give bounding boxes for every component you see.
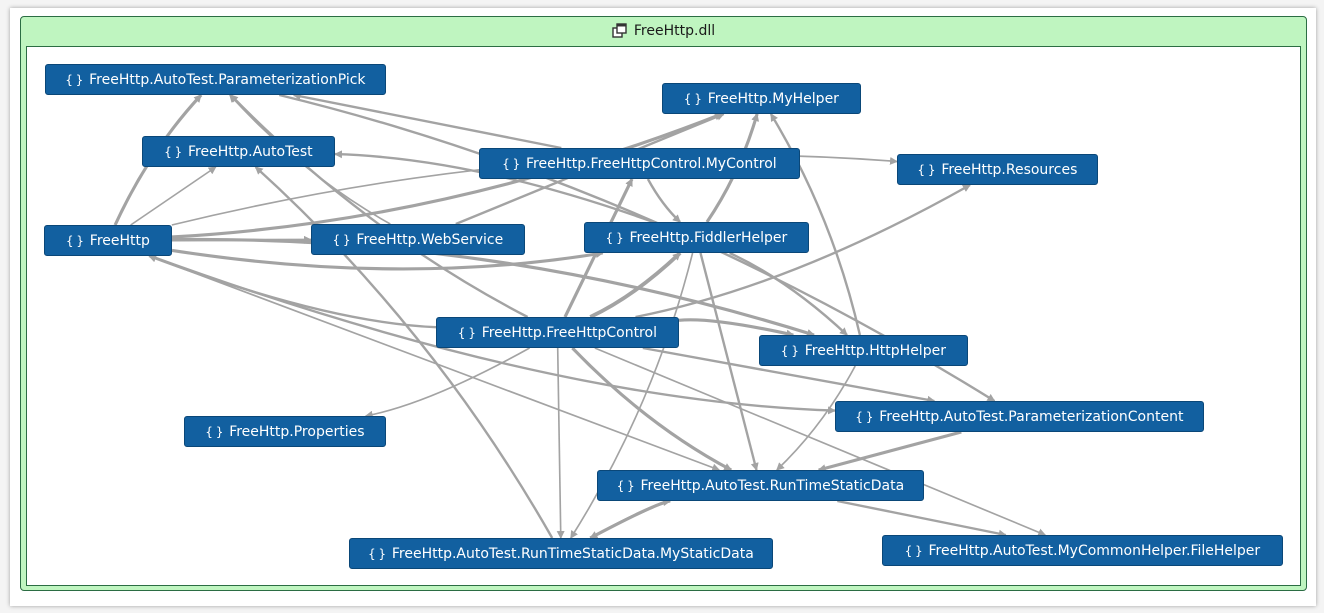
node-freehttp[interactable]: { } FreeHttp	[44, 225, 172, 256]
node-label: FreeHttp.AutoTest.ParameterizationPick	[89, 71, 366, 88]
namespace-icon: { }	[616, 478, 635, 493]
node-label: FreeHttp.MyHelper	[707, 90, 839, 107]
namespace-icon: { }	[855, 409, 874, 424]
node-control[interactable]: { } FreeHttp.FreeHttpControl	[436, 317, 679, 348]
node-autotest[interactable]: { } FreeHttp.AutoTest	[142, 136, 335, 167]
group-body	[26, 46, 1301, 586]
namespace-icon: { }	[332, 232, 351, 247]
node-label: FreeHttp.HttpHelper	[804, 342, 946, 359]
node-httphelper[interactable]: { } FreeHttp.HttpHelper	[759, 335, 968, 366]
namespace-icon: { }	[502, 156, 520, 171]
node-label: FreeHttp.AutoTest	[188, 143, 313, 160]
node-mycontrol[interactable]: { } FreeHttp.FreeHttpControl.MyControl	[479, 148, 800, 179]
node-label: FreeHttp.AutoTest.MyCommonHelper.FileHel…	[928, 542, 1261, 559]
assembly-icon	[612, 23, 628, 39]
namespace-icon: { }	[458, 325, 476, 340]
namespace-icon: { }	[917, 162, 936, 177]
namespace-icon: { }	[164, 144, 182, 159]
node-label: FreeHttp.FreeHttpControl	[481, 324, 657, 341]
namespace-icon: { }	[205, 424, 224, 439]
node-content[interactable]: { } FreeHttp.AutoTest.ParameterizationCon…	[835, 401, 1204, 432]
node-mystatic[interactable]: { } FreeHttp.AutoTest.RunTimeStaticData.M…	[349, 538, 773, 569]
node-filehelper[interactable]: { } FreeHttp.AutoTest.MyCommonHelper.File…	[882, 535, 1283, 566]
node-pick[interactable]: { } FreeHttp.AutoTest.ParameterizationPic…	[45, 64, 386, 95]
node-myhelper[interactable]: { } FreeHttp.MyHelper	[662, 83, 861, 114]
node-label: FreeHttp.AutoTest.ParameterizationConten…	[879, 408, 1184, 425]
namespace-icon: { }	[66, 233, 84, 248]
node-label: FreeHttp.Resources	[941, 161, 1078, 178]
node-properties[interactable]: { } FreeHttp.Properties	[184, 416, 386, 447]
namespace-icon: { }	[368, 546, 386, 561]
node-webservice[interactable]: { } FreeHttp.WebService	[311, 224, 525, 255]
node-label: FreeHttp	[89, 232, 150, 249]
node-label: FreeHttp.FreeHttpControl.MyControl	[526, 155, 777, 172]
node-runtime[interactable]: { } FreeHttp.AutoTest.RunTimeStaticData	[597, 470, 924, 501]
node-fiddler[interactable]: { } FreeHttp.FiddlerHelper	[584, 222, 809, 253]
group-header: FreeHttp.dll	[21, 17, 1306, 45]
node-label: FreeHttp.AutoTest.RunTimeStaticData.MySt…	[391, 545, 754, 562]
node-label: FreeHttp.WebService	[356, 231, 504, 248]
namespace-icon: { }	[605, 230, 624, 245]
namespace-icon: { }	[684, 91, 702, 106]
namespace-icon: { }	[904, 543, 923, 558]
node-resources[interactable]: { } FreeHttp.Resources	[897, 154, 1098, 185]
node-label: FreeHttp.AutoTest.RunTimeStaticData	[640, 477, 905, 494]
namespace-icon: { }	[781, 343, 799, 358]
namespace-icon: { }	[65, 72, 83, 87]
node-label: FreeHttp.FiddlerHelper	[629, 229, 788, 246]
group-title: FreeHttp.dll	[633, 23, 716, 39]
node-label: FreeHttp.Properties	[229, 423, 365, 440]
